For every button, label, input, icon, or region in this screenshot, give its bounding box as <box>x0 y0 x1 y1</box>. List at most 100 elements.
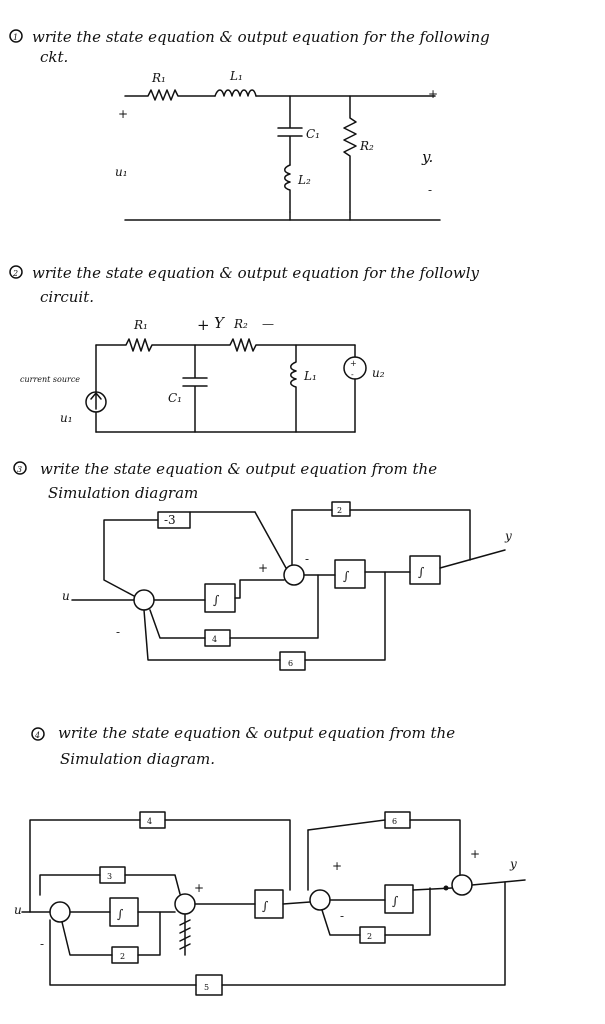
feedback-4-line-right <box>164 819 291 891</box>
gain-2a-label: 2 <box>120 952 125 961</box>
output-line <box>471 879 526 886</box>
problem-2-number-circle <box>9 265 23 279</box>
problem-3-text-line2: Simulation diagram <box>48 484 198 502</box>
feedback-4-line-right <box>229 574 319 639</box>
junction-dot <box>443 885 449 891</box>
capacitor-c1 <box>182 344 208 433</box>
voltage-source-plus: + <box>350 359 357 368</box>
summer-2 <box>174 893 196 915</box>
feedback-2a-line-right <box>137 911 161 956</box>
problem-3-text-line1: write the state equation & output equati… <box>40 460 437 478</box>
feedback-2b-line-left <box>321 909 361 936</box>
label-plus-out: + <box>428 87 438 101</box>
feedback-neg3-line-left <box>103 519 159 597</box>
capacitor-c1 <box>277 95 303 166</box>
gain-2-box <box>331 501 351 517</box>
circuit-1: R₁ L₁ C₁ R₂ L₂ + u₁ + y. - <box>115 69 441 221</box>
resistor-r1 <box>124 89 216 101</box>
integrator-3-symbol: ∫ <box>418 565 425 579</box>
label-r1: R₁ <box>151 71 166 85</box>
label-minus-s1: - <box>116 625 120 639</box>
label-plus-s2: + <box>194 881 204 895</box>
voltage-source-minus: - <box>351 370 354 379</box>
summer-2 <box>283 564 305 586</box>
label-r1: R₁ <box>133 318 148 332</box>
summer-4 <box>451 874 473 896</box>
label-y: y <box>504 529 512 543</box>
gain-3-label: 3 <box>107 872 112 881</box>
feedback-4-line-left <box>29 819 141 913</box>
integrator-3-box <box>384 884 414 914</box>
inductor-l1 <box>214 89 257 97</box>
gain-4-label: 4 <box>147 817 152 826</box>
label-y-minus: — <box>262 317 274 331</box>
gain-6-box <box>279 651 306 671</box>
integrator-1-symbol: ∫ <box>117 907 124 921</box>
feedback-5-line-left <box>49 919 197 986</box>
inductor-l2 <box>284 164 291 213</box>
feedback-neg3-to-s2 <box>254 511 287 569</box>
label-plus-s2: + <box>258 561 268 575</box>
gain-4-box <box>204 629 231 647</box>
current-source-arrow <box>90 392 102 410</box>
problem-1-number: 1 <box>13 33 18 42</box>
current-source-circle <box>85 391 107 413</box>
resistor-r2 <box>343 95 357 213</box>
voltage-source-circle <box>343 356 367 380</box>
gain-2b-label: 2 <box>367 932 372 941</box>
feedback-2b-line-right <box>384 887 431 936</box>
integrator-2-symbol: ∫ <box>343 569 350 583</box>
problem-4-text-line1: write the state equation & output equati… <box>58 724 455 742</box>
gain-4-label: 4 <box>212 635 217 644</box>
inductor-l1 <box>290 344 297 433</box>
problem-3-number-circle <box>13 461 27 475</box>
problem-2-number: 2 <box>12 269 18 278</box>
problem-4: 4 write the state equation & output equa… <box>14 724 526 996</box>
feedback-6-line-right <box>409 819 461 876</box>
feedback-hatch <box>179 913 191 956</box>
label-current-source: current source <box>20 375 80 384</box>
gain-5-label: 5 <box>204 983 209 992</box>
problem-1-number-circle <box>9 29 23 43</box>
gain-6-box <box>384 811 411 829</box>
label-y-mark: Y <box>214 314 226 332</box>
simulation-diagram-4: ∫ ∫ ∫ 4 6 <box>14 811 526 996</box>
label-u2: u₂ <box>372 366 385 380</box>
integrator-2-symbol: ∫ <box>262 899 269 913</box>
label-y-plus: + <box>197 316 210 334</box>
label-u1: u₁ <box>60 411 73 425</box>
problem-3-number: 3 <box>17 465 22 474</box>
gain-4-box <box>139 811 166 829</box>
label-u: u <box>62 589 70 603</box>
feedback-3-line-left <box>39 874 101 896</box>
integrator-3-symbol: ∫ <box>392 894 399 908</box>
integrator-1-box <box>204 583 236 613</box>
integrator-1-symbol: ∫ <box>213 593 220 607</box>
label-r2: R₂ <box>359 139 374 153</box>
problem-4-number: 4 <box>34 731 40 740</box>
problem-1-text-line1: write the state equation & output equati… <box>32 28 490 46</box>
output-line <box>439 549 506 569</box>
label-minus-s2: - <box>305 552 309 566</box>
label-y: y <box>509 857 517 871</box>
feedback-2a-line-left <box>61 921 113 956</box>
integrator-1-box <box>109 897 139 927</box>
integrator-2-box <box>334 559 366 589</box>
link-int2-s3 <box>282 901 311 905</box>
label-minus-s1: - <box>40 937 44 951</box>
label-u1: u₁ <box>115 165 128 179</box>
label-minus-s3: - <box>340 909 344 923</box>
problem-2-text-line2: circuit. <box>40 288 94 306</box>
label-output-y: y. <box>421 148 433 166</box>
problem-4-number-circle <box>31 727 45 741</box>
problem-4-text-line2: Simulation diagram. <box>60 750 215 768</box>
label-r2: R₂ <box>233 317 248 331</box>
problem-3: 3 write the state equation & output equa… <box>13 460 512 671</box>
label-l1: L₁ <box>229 69 243 83</box>
gain-2b-box <box>359 926 386 944</box>
gain-6-label: 6 <box>288 659 293 668</box>
problem-1: 1 write the state equation & output equa… <box>9 28 490 221</box>
gain-neg3-label: -3 <box>164 513 176 527</box>
label-minus-out: - <box>428 183 432 197</box>
